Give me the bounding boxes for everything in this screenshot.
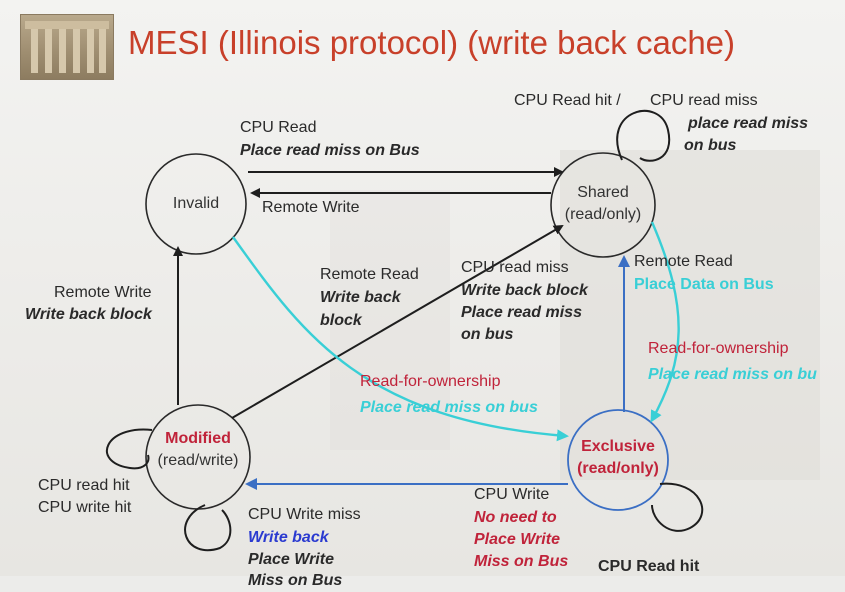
label-exclusive-miss-on-bus: Miss on Bus xyxy=(474,553,569,570)
loop-modified-bottom xyxy=(184,504,232,552)
label-invalid-to-shared-action: Place read miss on Bus xyxy=(240,142,420,159)
label-modified-cpu-write-hit: CPU write hit xyxy=(38,499,132,516)
label-shared-loop-4: on bus xyxy=(684,137,737,154)
label-shared-loop-3: place read miss xyxy=(688,115,809,132)
state-shared-text: Shared xyxy=(577,184,629,201)
label-exclusive-to-shared-event: Remote Read xyxy=(634,253,733,270)
label-modified-to-invalid-action: Write back block xyxy=(25,306,152,323)
state-exclusive-label: Exclusive (read/only) xyxy=(563,436,673,480)
label-shared-on-bus: on bus xyxy=(461,326,514,343)
parthenon-logo xyxy=(20,14,114,80)
label-exclusive-place-write: Place Write xyxy=(474,531,560,548)
state-invalid-label: Invalid xyxy=(156,193,236,215)
label-exclusive-cpu-write: CPU Write xyxy=(474,486,550,503)
state-shared-circle xyxy=(550,152,656,258)
edge-shared-to-exclusive xyxy=(650,221,680,423)
background-ruins-shadow xyxy=(560,150,820,480)
label-modified-cpu-read-hit: CPU read hit xyxy=(38,477,130,494)
label-modified-to-shared-action-2: block xyxy=(320,312,362,329)
label-shared-to-exclusive-action: Place read miss on bu xyxy=(648,366,817,383)
edge-modified-to-shared xyxy=(231,224,564,419)
label-exclusive-cpu-read-hit: CPU Read hit xyxy=(598,558,700,575)
state-shared-subtext: (read/only) xyxy=(564,206,642,223)
state-shared-label: Shared (read/only) xyxy=(553,182,653,226)
label-modified-to-shared-action-1: Write back xyxy=(320,289,401,306)
slide-title: MESI (Illinois protocol) (write back cac… xyxy=(128,24,736,61)
label-invalid-to-exclusive-action: Place read miss on bus xyxy=(360,399,538,416)
label-shared-write-back-block: Write back block xyxy=(461,282,588,299)
label-modified-miss-on-bus: Miss on Bus xyxy=(248,572,343,589)
label-shared-to-exclusive-event: Read-for-ownership xyxy=(648,340,789,357)
label-shared-loop-1: CPU Read hit / xyxy=(514,92,621,109)
label-shared-to-invalid: Remote Write xyxy=(262,199,360,216)
state-modified-label: Modified (read/write) xyxy=(143,428,253,472)
state-invalid-text: Invalid xyxy=(172,195,220,212)
state-exclusive-text: Exclusive xyxy=(581,438,655,455)
label-invalid-to-shared-event: CPU Read xyxy=(240,119,317,136)
label-modified-cpu-write-miss: CPU Write miss xyxy=(248,506,361,523)
state-invalid-circle xyxy=(145,153,247,255)
label-modified-place-write: Place Write xyxy=(248,551,334,568)
state-diagram xyxy=(105,109,704,552)
label-exclusive-no-need: No need to xyxy=(474,509,557,526)
loop-shared xyxy=(616,109,671,162)
label-invalid-to-exclusive-event: Read-for-ownership xyxy=(360,373,501,390)
state-exclusive-subtext: (read/only) xyxy=(577,460,659,477)
label-exclusive-to-shared-action: Place Data on Bus xyxy=(634,276,774,293)
label-shared-cpu-read-miss: CPU read miss xyxy=(461,259,569,276)
edge-invalid-to-exclusive xyxy=(232,236,569,442)
label-modified-write-back: Write back xyxy=(248,529,329,546)
label-shared-place-read-miss: Place read miss xyxy=(461,304,582,321)
state-modified-text: Modified xyxy=(165,430,231,447)
state-exclusive-circle xyxy=(567,409,669,511)
label-shared-loop-2: CPU read miss xyxy=(650,92,758,109)
label-modified-to-invalid-event: Remote Write xyxy=(54,284,152,301)
loop-modified-left xyxy=(105,428,153,470)
label-modified-to-shared-event: Remote Read xyxy=(320,266,419,283)
loop-exclusive xyxy=(651,482,704,532)
background-column-shadow xyxy=(330,190,450,450)
state-modified-subtext: (read/write) xyxy=(157,452,239,469)
